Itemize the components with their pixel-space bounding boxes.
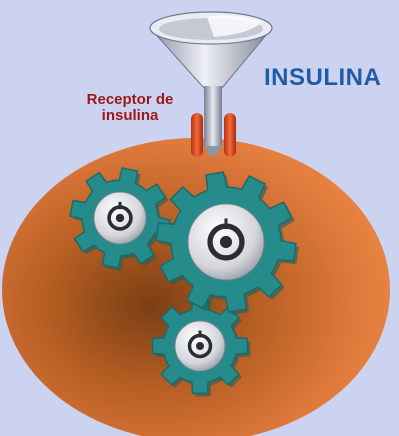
receptor-label-line-2: insulina (60, 108, 200, 124)
insulin-title: INSULINA (264, 64, 381, 92)
receptor-label: Receptor de insulina (60, 92, 200, 124)
funnel-icon (150, 12, 272, 156)
receptor-label-line-1: Receptor de (60, 92, 200, 108)
